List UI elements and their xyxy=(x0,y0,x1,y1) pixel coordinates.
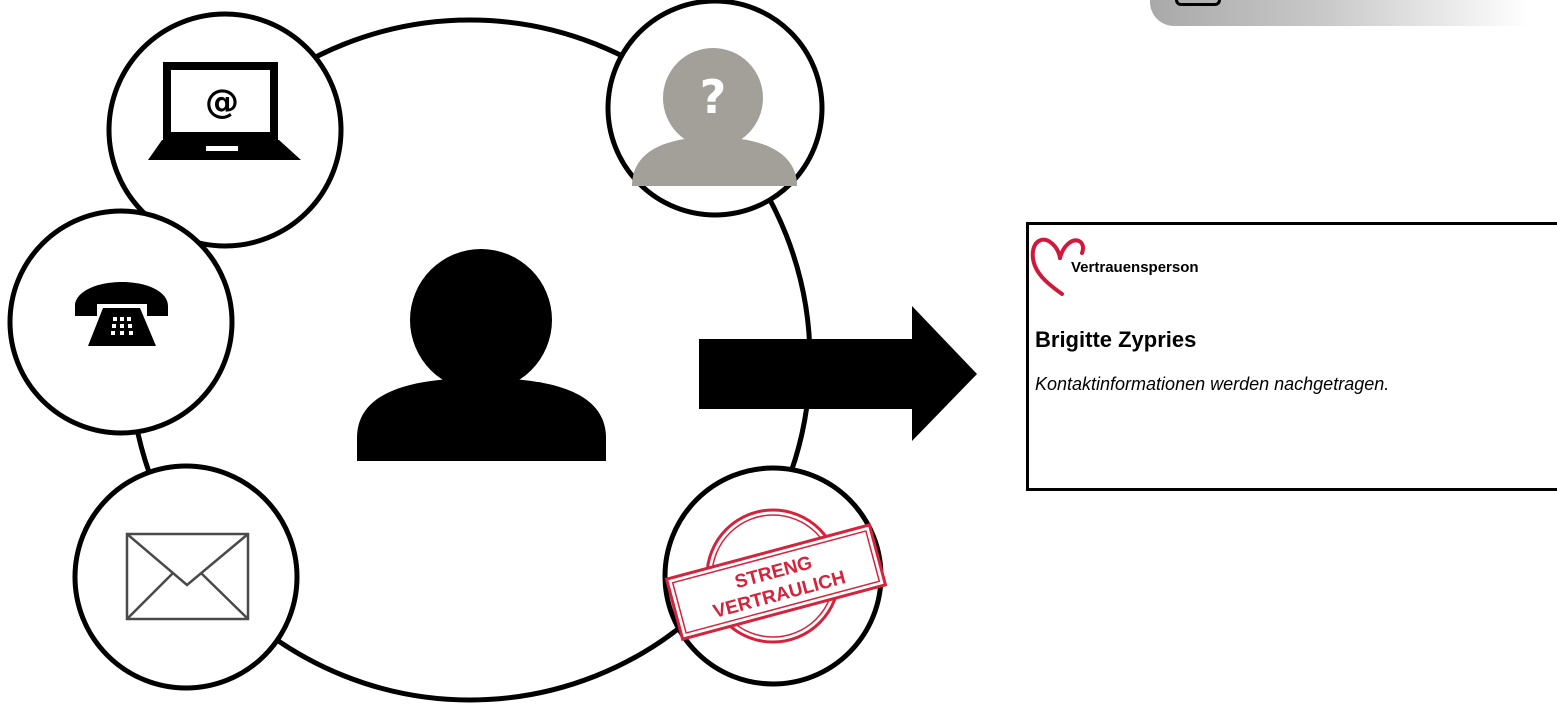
card-role-label: Vertrauensperson xyxy=(1071,259,1199,276)
at-symbol: @ xyxy=(205,82,239,122)
envelope-icon xyxy=(125,532,250,621)
laptop-email-icon: @ xyxy=(148,62,301,160)
question-mark: ? xyxy=(700,70,727,124)
person-silhouette-icon xyxy=(357,249,606,461)
arrow-icon xyxy=(699,306,977,441)
mail-node xyxy=(72,463,300,691)
contact-card xyxy=(1026,222,1557,491)
unknown-person-icon: ? xyxy=(632,48,797,186)
card-contact-name: Brigitte Zypries xyxy=(1035,327,1197,352)
telephone-icon xyxy=(75,282,168,346)
heart-logo-icon xyxy=(1030,237,1085,296)
corner-tab-icon xyxy=(1175,0,1221,6)
corner-tab xyxy=(1150,0,1530,26)
card-contact-note: Kontaktinformationen werden nachgetragen… xyxy=(1035,374,1390,394)
